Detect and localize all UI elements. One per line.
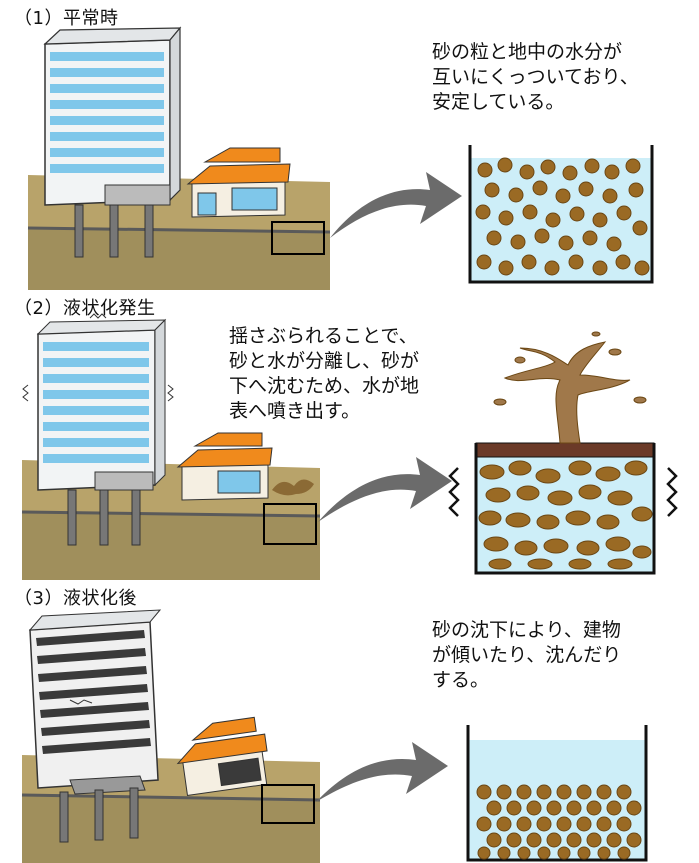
- panel-title-after: （3）液状化後: [14, 588, 137, 609]
- panel-title-normal: （1）平常時: [14, 8, 119, 29]
- settled-sand-container: [466, 725, 648, 862]
- arrow: [316, 742, 448, 802]
- tilted-building: [28, 609, 162, 843]
- panel-normal: （1）平常時: [0, 0, 699, 290]
- arrow: [318, 457, 452, 522]
- soil-layer: [28, 228, 330, 290]
- description-after: 砂の沈下により、建物 が傾いたり、沈んだり する。: [432, 619, 622, 691]
- panel-after-liquefaction: （3）液状化後: [0, 580, 699, 863]
- office-building: [22, 313, 174, 546]
- house: [176, 432, 273, 501]
- office-building: [43, 26, 182, 258]
- sand-water-container: [468, 145, 654, 284]
- description-liquefaction: 揺さぶられることで、 砂と水が分離し、砂が 下へ沈むため、水が地 表へ噴き出す。: [229, 325, 420, 422]
- sample-box: [271, 221, 325, 255]
- sample-box: [261, 784, 315, 824]
- panel-title-liquefaction: （2）液状化発生: [14, 298, 156, 319]
- description-normal: 砂の粒と地中の水分が 互いにくっついており、 安定している。: [432, 41, 639, 113]
- illustration-liquefaction: [21, 313, 678, 580]
- illustration-after: [21, 609, 648, 863]
- sunken-house: [176, 716, 268, 796]
- water-sand-eruption: [503, 341, 631, 444]
- house: [186, 147, 291, 218]
- soil-layer: [22, 512, 320, 580]
- panel-liquefaction: （2）液状化発生: [0, 290, 699, 580]
- sand-eruption-small: [272, 479, 314, 496]
- liquefaction-container: [448, 331, 678, 575]
- sample-box: [263, 503, 317, 545]
- arrow: [330, 172, 462, 238]
- illustration-normal: [27, 26, 654, 290]
